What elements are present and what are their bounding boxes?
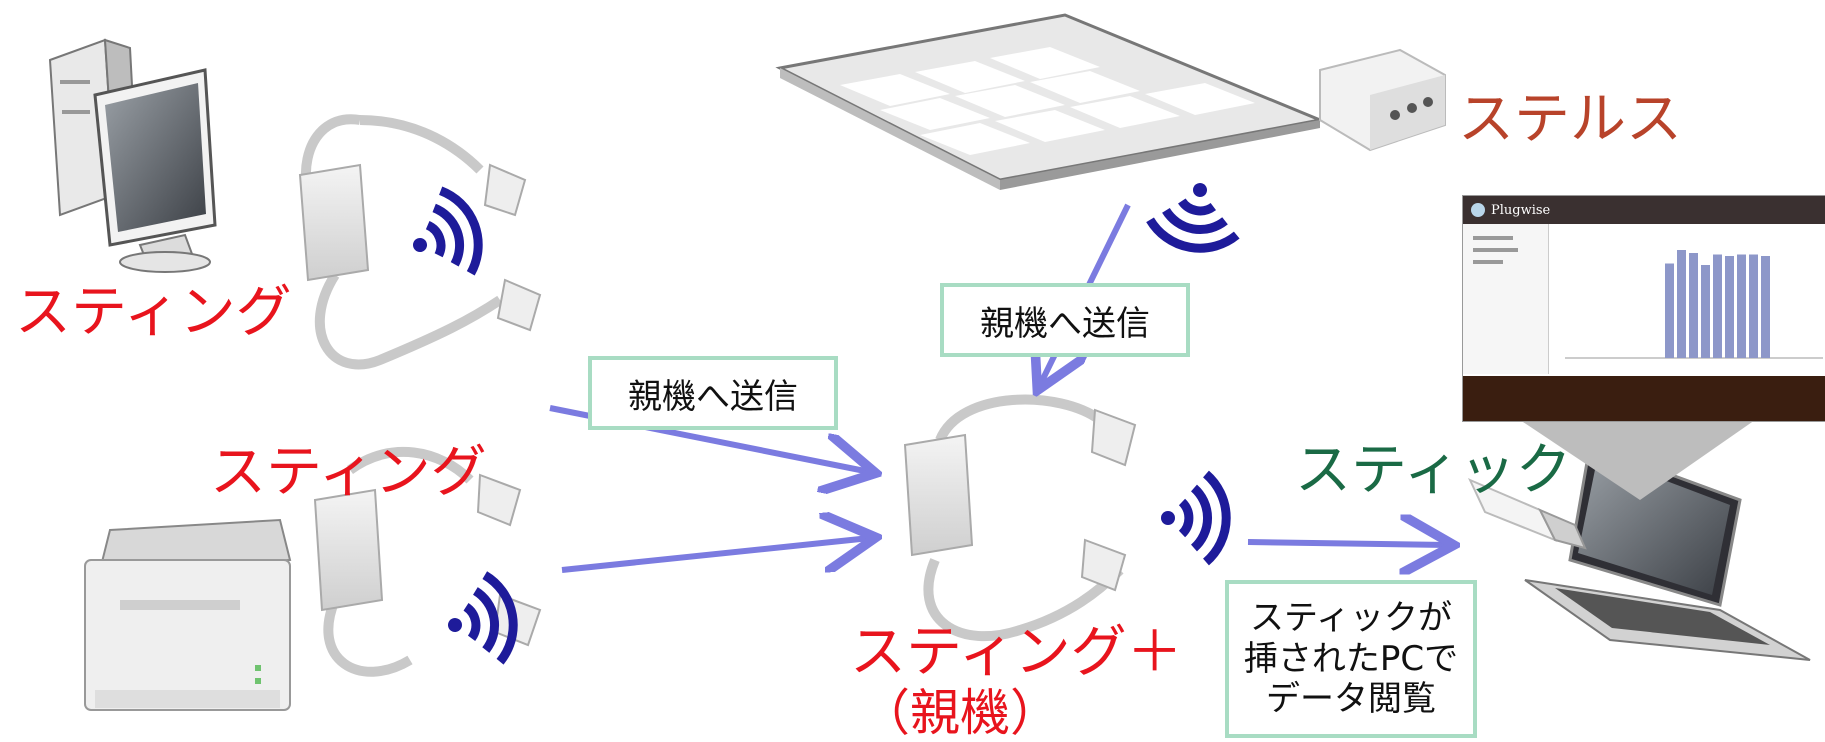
label-sting-plus: スティング＋ bbox=[850, 620, 1183, 685]
chart-bar bbox=[1677, 250, 1686, 358]
signal-icon bbox=[413, 186, 483, 276]
chart-bar bbox=[1737, 254, 1746, 358]
box-line: スティックが bbox=[1250, 597, 1452, 638]
zoom-callout bbox=[1520, 420, 1755, 500]
laptop-icon bbox=[1524, 442, 1811, 661]
printer-icon bbox=[84, 518, 292, 711]
chart-bar bbox=[1725, 256, 1734, 358]
label-sting-pc: スティング bbox=[15, 280, 292, 345]
app-bar-chart bbox=[1565, 250, 1823, 359]
signal-icon bbox=[448, 571, 518, 665]
chart-bar bbox=[1713, 254, 1722, 358]
sting-plus-device bbox=[903, 394, 1137, 642]
stealth-device-icon bbox=[1319, 48, 1446, 152]
box-line: 挿されたPCで bbox=[1243, 638, 1459, 679]
chart-bar bbox=[1749, 254, 1758, 358]
ceiling-light-icon bbox=[775, 13, 1326, 190]
label-parent: （親機） bbox=[860, 684, 1060, 742]
chart-bar bbox=[1761, 256, 1770, 358]
tree-item[interactable] bbox=[1473, 248, 1518, 252]
label-stick: スティック bbox=[1295, 438, 1572, 503]
box-send-to-parent-left: 親機へ送信 bbox=[588, 356, 838, 430]
app-title: Plugwise bbox=[1491, 202, 1551, 218]
app-titlebar: Plugwise bbox=[1463, 196, 1825, 224]
sting-device-pc bbox=[298, 114, 542, 370]
chart-bar bbox=[1701, 265, 1710, 358]
box-send-to-parent-top: 親機へ送信 bbox=[940, 283, 1190, 357]
label-sting-printer: スティング bbox=[210, 440, 487, 505]
arrow-printer-to-parent bbox=[561, 538, 870, 573]
app-footer bbox=[1463, 376, 1825, 421]
signal-icon bbox=[1146, 183, 1240, 253]
chart-bar bbox=[1665, 263, 1674, 358]
tree-item[interactable] bbox=[1473, 260, 1503, 264]
chart-bar bbox=[1689, 253, 1698, 358]
signal-icon bbox=[1161, 470, 1231, 566]
tree-item[interactable] bbox=[1473, 236, 1513, 240]
label-stealth: ステルス bbox=[1458, 87, 1682, 152]
plugwise-app-window: Plugwise bbox=[1462, 195, 1825, 422]
sting-device-printer bbox=[313, 446, 542, 677]
app-logo-icon bbox=[1471, 203, 1485, 217]
app-sidebar bbox=[1463, 224, 1549, 374]
box-line: データ閲覧 bbox=[1266, 679, 1436, 720]
arrow-parent-to-stick bbox=[1247, 542, 1448, 545]
box-view-data-on-pc: スティックが 挿されたPCで データ閲覧 bbox=[1225, 580, 1477, 738]
desktop-pc-icon bbox=[48, 38, 217, 273]
usb-stick-icon bbox=[1467, 478, 1587, 550]
